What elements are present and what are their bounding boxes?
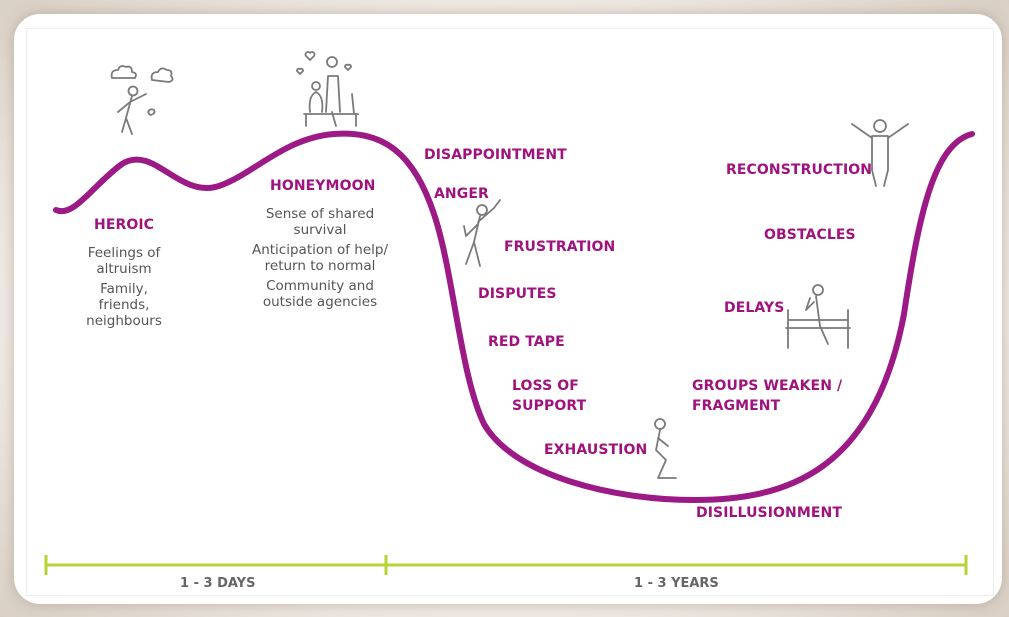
celebrating-person-icon: [110, 65, 174, 135]
honeymoon-label: HONEYMOON: [270, 178, 376, 194]
red-tape-label: RED TAPE: [488, 334, 565, 350]
timeline-days-label: 1 - 3 DAYS: [180, 576, 256, 591]
timeline-years-label: 1 - 3 YEARS: [634, 576, 719, 591]
disillusionment-label: DISILLUSIONMENT: [696, 505, 843, 521]
recovery-curve: [53, 130, 975, 504]
arms-raised-person-icon: [851, 119, 909, 187]
timeline-bar: [44, 555, 968, 575]
person-on-bench-icon: [785, 284, 851, 349]
disputes-label: DISPUTES: [478, 286, 557, 302]
frustration-label: FRUSTRATION: [504, 239, 616, 255]
heroic-label: HEROIC: [94, 217, 155, 233]
disappointment-label: DISAPPOINTMENT: [424, 147, 567, 163]
diagram-card: HEROIC Feelings of altruism Family, frie…: [14, 14, 1002, 604]
couple-with-hearts-icon: [296, 51, 359, 127]
diagram-area: [26, 28, 994, 596]
heroic-note-2: Family, friends, neighbours: [86, 281, 162, 329]
loss-of-support-label: LOSS OF SUPPORT: [512, 378, 587, 414]
frustrated-person-icon: [463, 199, 501, 267]
delays-label: DELAYS: [724, 300, 785, 316]
heroic-note-1: Feelings of altruism: [87, 245, 161, 277]
curve-canvas: [44, 51, 975, 575]
kneeling-person-icon: [654, 418, 677, 479]
anger-label: ANGER: [434, 186, 489, 202]
honeymoon-note-1: Sense of shared survival: [265, 206, 375, 238]
reconstruction-label: RECONSTRUCTION: [726, 162, 873, 178]
honeymoon-notes: Sense of shared survival Anticipation of…: [246, 206, 394, 314]
groups-weaken-label: GROUPS WEAKEN / FRAGMENT: [692, 378, 843, 414]
honeymoon-note-3: Community and outside agencies: [262, 278, 378, 310]
heroic-notes: Feelings of altruism Family, friends, ne…: [74, 245, 174, 333]
exhaustion-label: EXHAUSTION: [544, 442, 648, 458]
obstacles-label: OBSTACLES: [764, 227, 856, 243]
honeymoon-note-2: Anticipation of help/ return to normal: [251, 242, 389, 274]
